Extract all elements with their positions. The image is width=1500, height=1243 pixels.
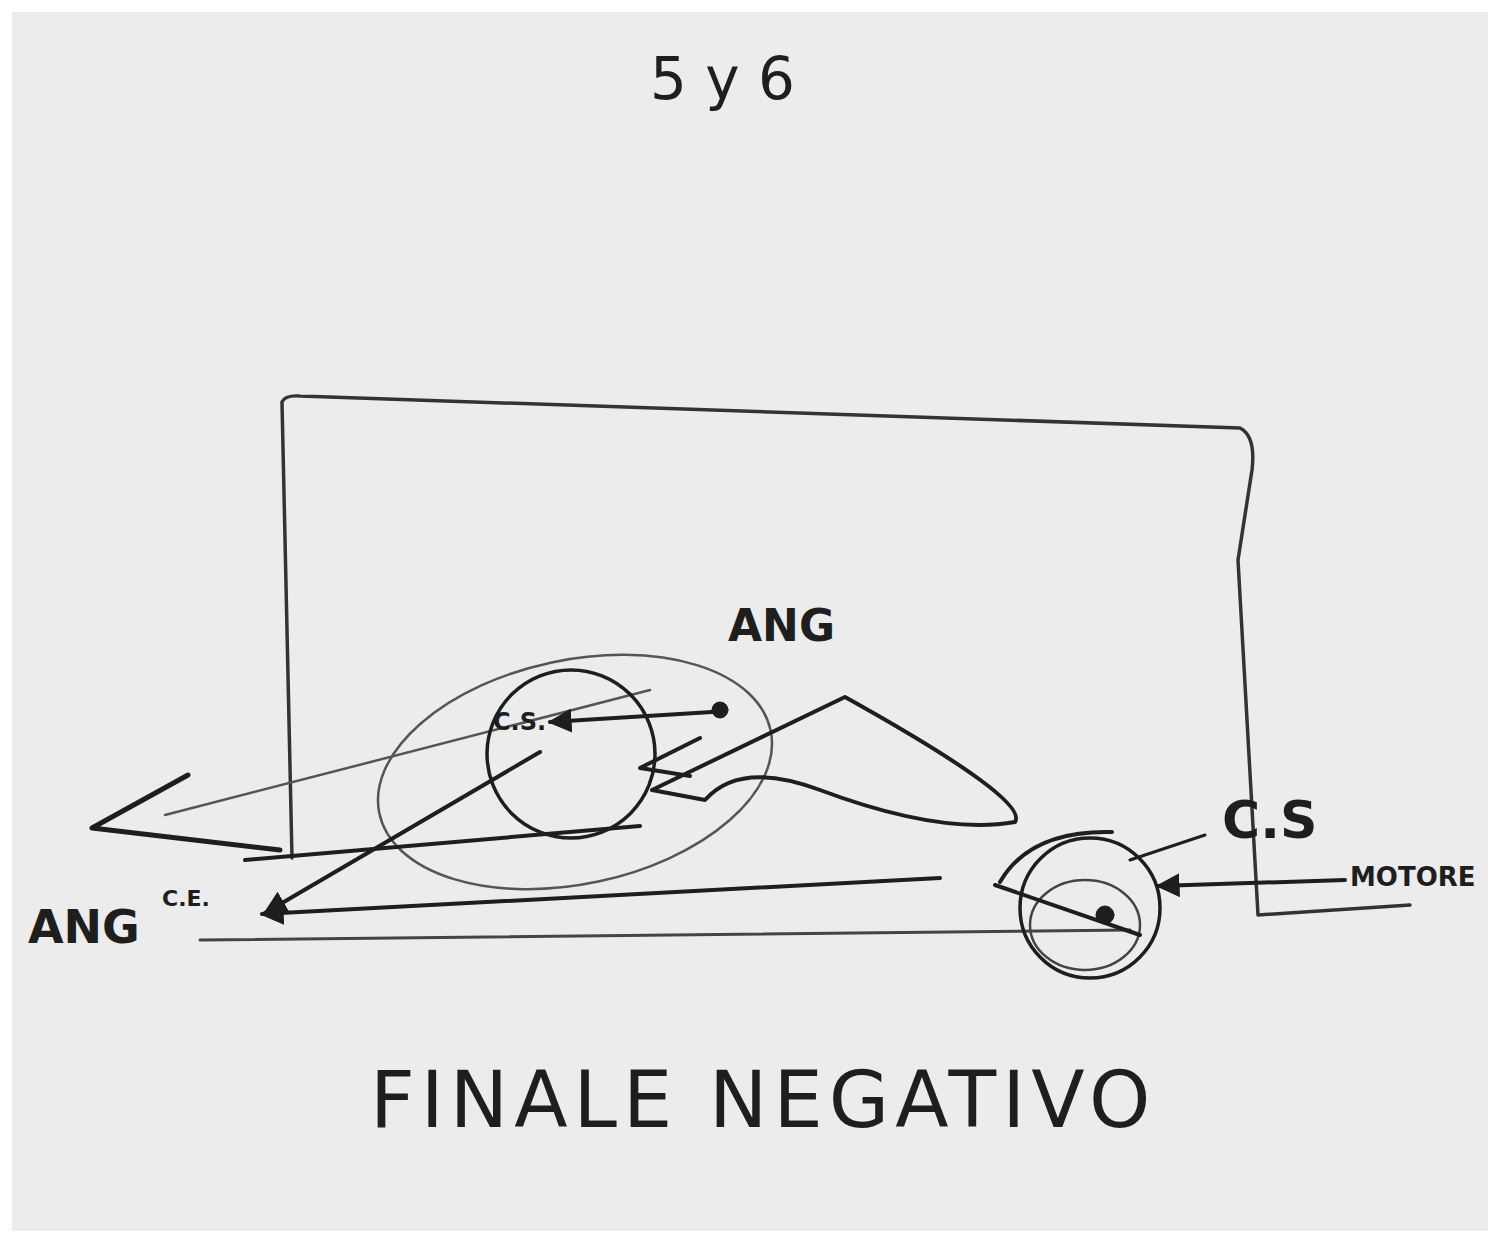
sight-line — [165, 690, 650, 815]
node-label: C.S. — [493, 708, 546, 736]
angle-label: ANG — [728, 600, 835, 651]
camera-label: C.S — [1222, 790, 1317, 850]
motor-pointer — [1158, 880, 1345, 886]
motor-label: MOTORE — [1350, 862, 1476, 892]
floor-line — [200, 930, 1130, 940]
motor-hub — [1030, 880, 1140, 970]
camera-end-label: C.E. — [162, 886, 210, 911]
angle-pointer — [550, 712, 712, 722]
movement-ellipse — [356, 621, 794, 923]
circle-outline — [485, 668, 657, 840]
motor-arc — [1000, 832, 1112, 882]
motor-tick — [1130, 835, 1205, 860]
track-arrow — [262, 878, 940, 914]
motor-line — [995, 885, 1140, 935]
angle-label: ANG — [28, 900, 140, 954]
room-outline — [282, 396, 1410, 915]
angle-dot — [712, 702, 728, 718]
sight-line — [245, 826, 640, 860]
motor-wheel — [1020, 838, 1160, 978]
circle-shape — [487, 670, 655, 838]
figure-silhouette — [652, 697, 1016, 825]
sheet-title: 5 y 6 — [650, 45, 795, 113]
sheet-caption: FINALE NEGATIVO — [370, 1055, 1157, 1145]
camera-arrow — [265, 752, 540, 913]
left-bracket — [92, 775, 280, 850]
camera-circle: C.S. — [485, 668, 657, 840]
